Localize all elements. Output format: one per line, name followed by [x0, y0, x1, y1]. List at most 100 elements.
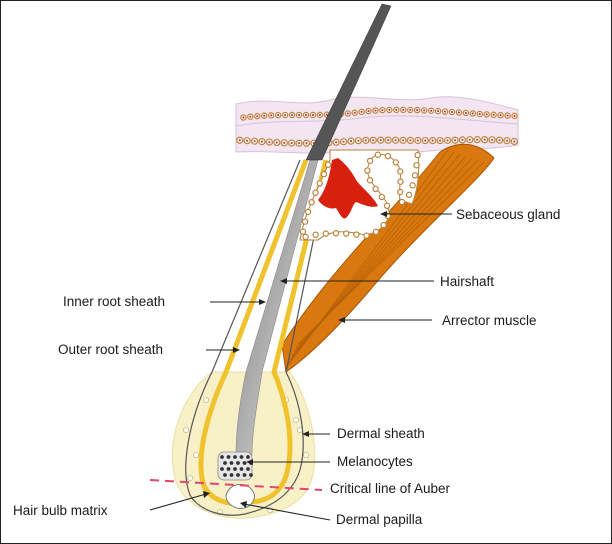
label-arrector-muscle: Arrector muscle: [338, 313, 537, 328]
cell-nucleus: [423, 109, 426, 112]
cell-nucleus: [325, 113, 329, 116]
dermal-sheath-text: Dermal sheath: [337, 426, 425, 441]
cell: [308, 199, 315, 206]
melanocyte-dot: [223, 461, 227, 465]
bulb-cell: [192, 451, 199, 458]
cell-nucleus: [436, 110, 440, 113]
cell-nucleus: [304, 113, 308, 117]
arrector-muscle-text: Arrector muscle: [442, 313, 537, 328]
cell-nucleus: [468, 138, 471, 141]
cell-nucleus: [297, 142, 301, 145]
cell-nucleus: [290, 113, 294, 117]
melanocyte-dot: [229, 461, 234, 465]
critical-line-of-auber: Critical line of Auber: [149, 479, 451, 496]
cell: [366, 177, 374, 184]
hairshaft-text: Hairshaft: [440, 274, 494, 289]
melanocyte-dot: [226, 467, 231, 471]
cell: [383, 202, 391, 210]
cell-nucleus: [446, 139, 449, 142]
cell-nucleus: [346, 112, 349, 115]
cell: [366, 157, 374, 165]
label-sebaceous-gland: Sebaceous gland: [380, 207, 560, 222]
hair-bulb-matrix-text: Hair bulb matrix: [13, 503, 108, 518]
hairshaft-upper: [305, 3, 392, 161]
bulb-cell: [202, 396, 209, 403]
cell-nucleus: [416, 139, 419, 142]
melanocytes-cluster: [217, 451, 253, 481]
cell: [299, 228, 307, 235]
cell: [302, 233, 309, 241]
cell-nucleus: [492, 113, 495, 116]
outer-root-sheath: [185, 159, 331, 516]
sebum-red: [318, 158, 378, 219]
cell: [316, 180, 323, 187]
melanocyte-dot: [233, 455, 237, 459]
cell-nucleus: [311, 113, 315, 117]
melanocyte-dot: [242, 461, 247, 465]
cell: [372, 228, 380, 236]
cell-nucleus: [491, 138, 494, 141]
bulb-cell: [186, 474, 193, 481]
cell: [312, 231, 319, 238]
cell-nucleus: [506, 114, 509, 117]
cell-nucleus: [379, 139, 382, 142]
cell: [384, 152, 392, 160]
muscle-fibers: [285, 149, 485, 369]
arrector-muscle: [281, 143, 495, 373]
cell-nucleus: [242, 116, 245, 119]
label-dermal-sheath: Dermal sheath: [302, 426, 425, 441]
cell-nucleus: [409, 108, 412, 112]
melanocyte-dot: [236, 461, 240, 465]
cell: [304, 208, 312, 216]
melanocyte-dot: [236, 473, 240, 477]
label-hair-bulb-matrix: Hair bulb matrix: [13, 491, 210, 518]
melanocyte-dot: [220, 467, 224, 471]
cell-nucleus: [305, 142, 308, 145]
cell-nucleus: [483, 138, 486, 141]
cell-nucleus: [476, 138, 479, 141]
cell-nucleus: [464, 111, 467, 115]
label-dermal-papilla: Dermal papilla: [240, 501, 423, 527]
cell: [398, 198, 406, 206]
cell-nucleus: [357, 139, 360, 142]
cell-nucleus: [360, 110, 363, 113]
melanocyte-dot: [233, 467, 237, 471]
cell: [413, 162, 420, 169]
cell-nucleus: [498, 139, 501, 142]
cell-nucleus: [275, 141, 278, 144]
cell-nucleus: [277, 114, 280, 117]
cell: [397, 178, 404, 185]
cell-nucleus: [450, 110, 454, 114]
cell-nucleus: [367, 110, 370, 113]
cell: [396, 188, 404, 196]
cell: [332, 230, 340, 237]
melanocyte-dot: [246, 455, 250, 459]
label-inner-root-sheath: Inner root sheath: [63, 294, 266, 309]
cell-nucleus: [374, 109, 377, 112]
melanocyte-dot: [242, 473, 247, 477]
cell-nucleus: [430, 109, 433, 112]
dermal-papilla-text: Dermal papilla: [336, 512, 423, 527]
cell: [378, 193, 386, 201]
cell: [372, 185, 379, 193]
cell-nucleus: [249, 115, 252, 118]
cell-nucleus: [394, 139, 397, 142]
cell: [343, 230, 350, 237]
dermal-papilla: [225, 483, 255, 509]
cell-nucleus: [246, 139, 249, 142]
cell: [363, 232, 370, 239]
cell: [364, 167, 371, 174]
cell-nucleus: [513, 114, 516, 117]
cell-nucleus: [335, 141, 338, 144]
cell-nucleus: [453, 139, 457, 142]
label-outer-root-sheath: Outer root sheath: [58, 342, 240, 357]
melanocyte-dot: [226, 455, 231, 459]
cell-nucleus: [457, 111, 461, 114]
critical-line-text: Critical line of Auber: [330, 481, 451, 496]
cell-nucleus: [499, 114, 502, 117]
cell-nucleus: [485, 113, 488, 116]
cell: [392, 159, 399, 166]
epidermis-inner-band: [235, 115, 519, 127]
melanocyte-dot: [223, 473, 227, 477]
cell-nucleus: [270, 114, 273, 117]
